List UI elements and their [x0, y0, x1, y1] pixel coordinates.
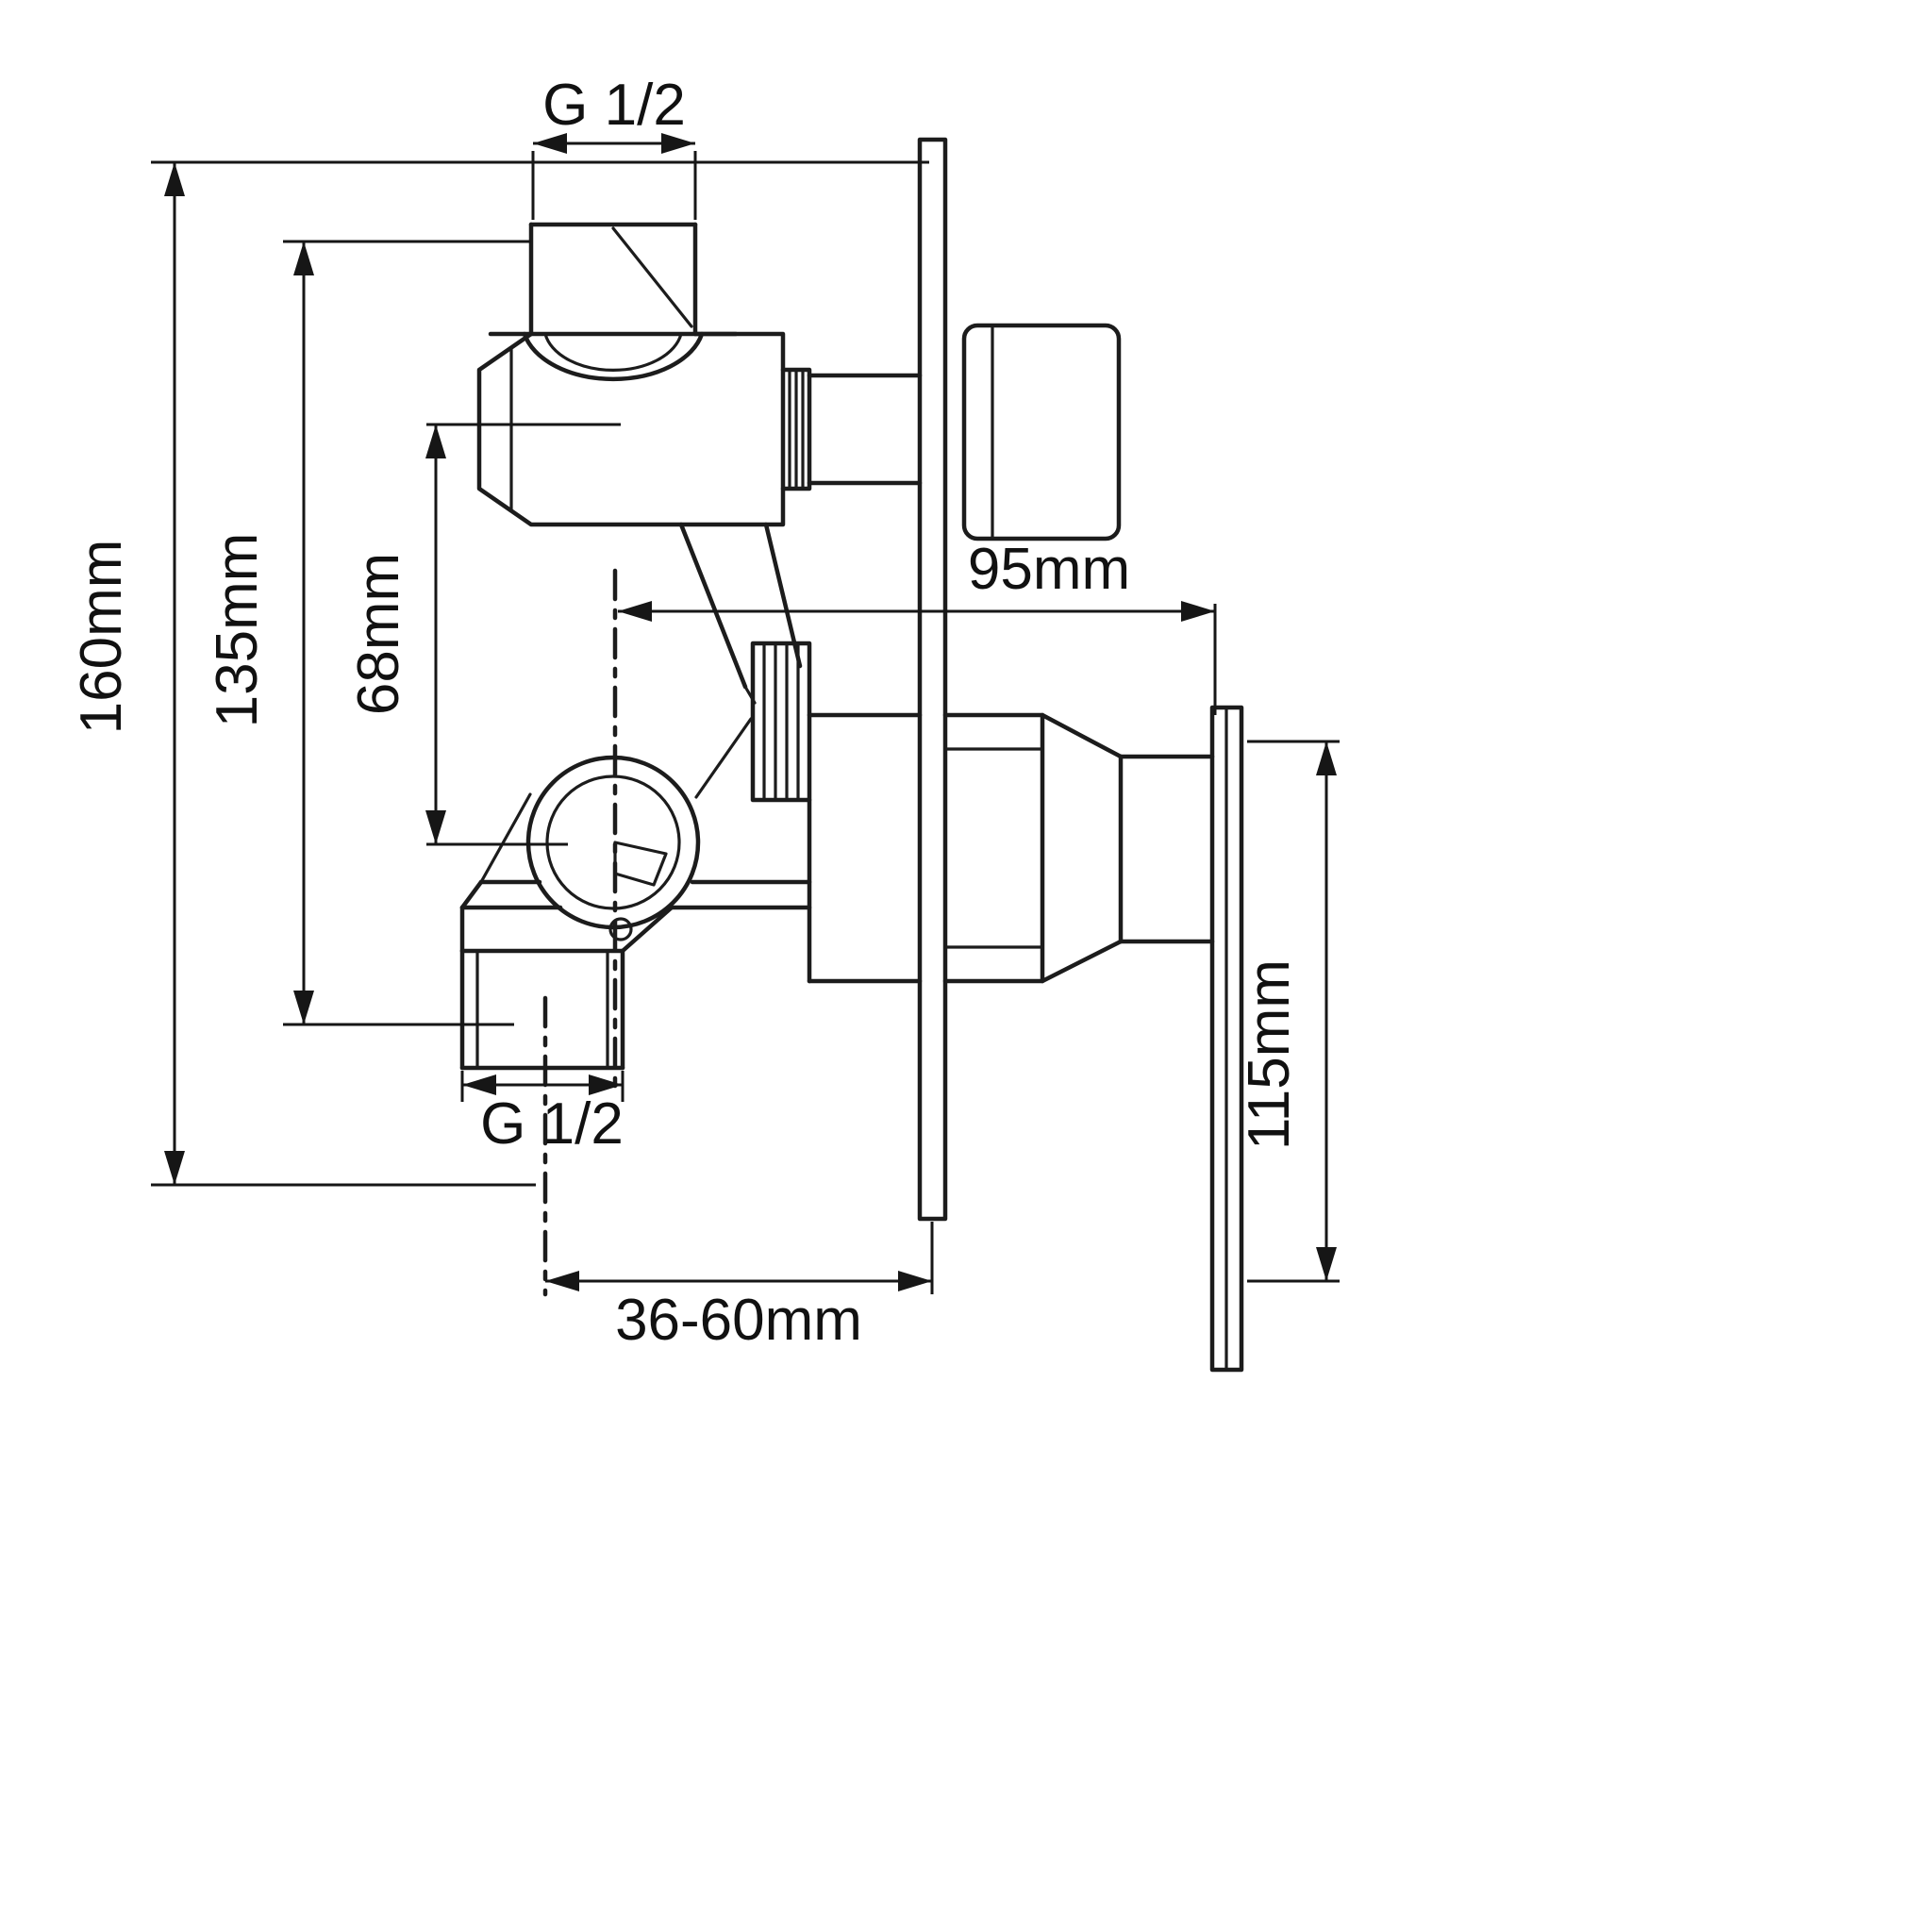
- dimension-g12-top: [531, 133, 697, 220]
- dimension-95mm: [618, 601, 1217, 715]
- label-port-offset: 68mm: [346, 553, 411, 715]
- dimension-68mm: [425, 423, 621, 846]
- centerlines: [542, 568, 618, 1297]
- diverter-knob: [961, 323, 1122, 541]
- wall-mount-plate: [917, 137, 948, 1222]
- label-thread-top: G 1/2: [542, 73, 686, 138]
- dimension-36-60mm: [545, 1222, 934, 1294]
- label-overall-height: 160mm: [69, 540, 134, 735]
- handle-assembly: [942, 712, 1215, 984]
- dimension-g12-bottom: [460, 1071, 625, 1102]
- valve-cartridge: [459, 717, 812, 954]
- dimension-135mm: [283, 240, 531, 1026]
- dimension-115mm: [1247, 740, 1340, 1283]
- dimension-lines: [151, 133, 1340, 1294]
- dimension-160mm: [151, 160, 929, 1187]
- label-thread-bottom: G 1/2: [480, 1091, 624, 1157]
- label-mounting-depth: 36-60mm: [615, 1288, 862, 1353]
- outlet-block: [807, 712, 923, 984]
- top-inlet-pipe: [488, 222, 739, 382]
- lever-handle: [1209, 705, 1244, 1373]
- bottom-outlet-pipe: [459, 948, 625, 1071]
- label-body-height: 135mm: [205, 533, 270, 728]
- valve-body-upper: [476, 331, 923, 527]
- label-plate-height: 115mm: [1237, 959, 1302, 1150]
- dimension-labels: G 1/2 160mm 135mm 68mm 95mm 115mm G 1/2 …: [69, 73, 1302, 1353]
- valve-assembly: [459, 137, 1244, 1373]
- label-valve-depth: 95mm: [968, 537, 1130, 602]
- internal-duct: [678, 522, 812, 803]
